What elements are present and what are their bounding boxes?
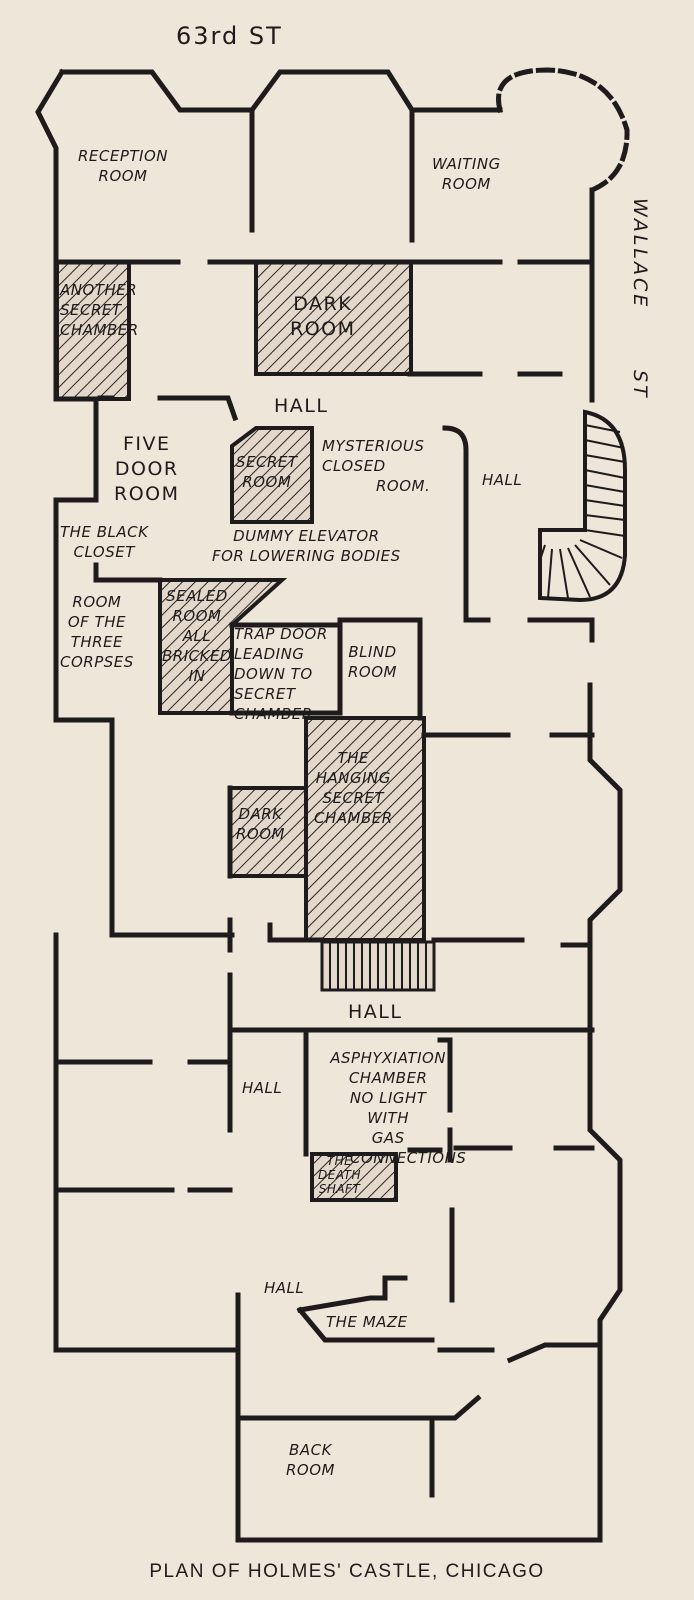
street-top: 63rd ST	[176, 22, 283, 50]
label-the-maze: THE MAZE	[326, 1313, 408, 1331]
central-walls	[303, 1027, 453, 1043]
label-hall-top: HALL	[274, 395, 329, 417]
plan-caption: PLAN OF HOLMES' CASTLE, CHICAGO	[149, 1561, 545, 1582]
spiral-staircase	[538, 409, 627, 603]
label-hall-bottom: HALL	[264, 1279, 305, 1297]
dark-room-top-area	[254, 260, 413, 376]
street-wallace-st: ST	[629, 370, 651, 400]
interior-walls	[53, 107, 603, 1498]
street-wallace: WALLACE	[629, 198, 651, 310]
hanging-chamber-area	[304, 716, 426, 942]
label-hall-left: HALL	[242, 1079, 283, 1097]
secret-room-area	[230, 426, 314, 524]
stair-landing	[320, 940, 436, 992]
label-hall-right: HALL	[482, 471, 523, 489]
sealed-room-area	[158, 578, 288, 715]
label-hall-centre: HALL	[348, 1001, 403, 1023]
death-shaft-area	[310, 1152, 398, 1202]
outer-walls	[35, 67, 630, 1543]
